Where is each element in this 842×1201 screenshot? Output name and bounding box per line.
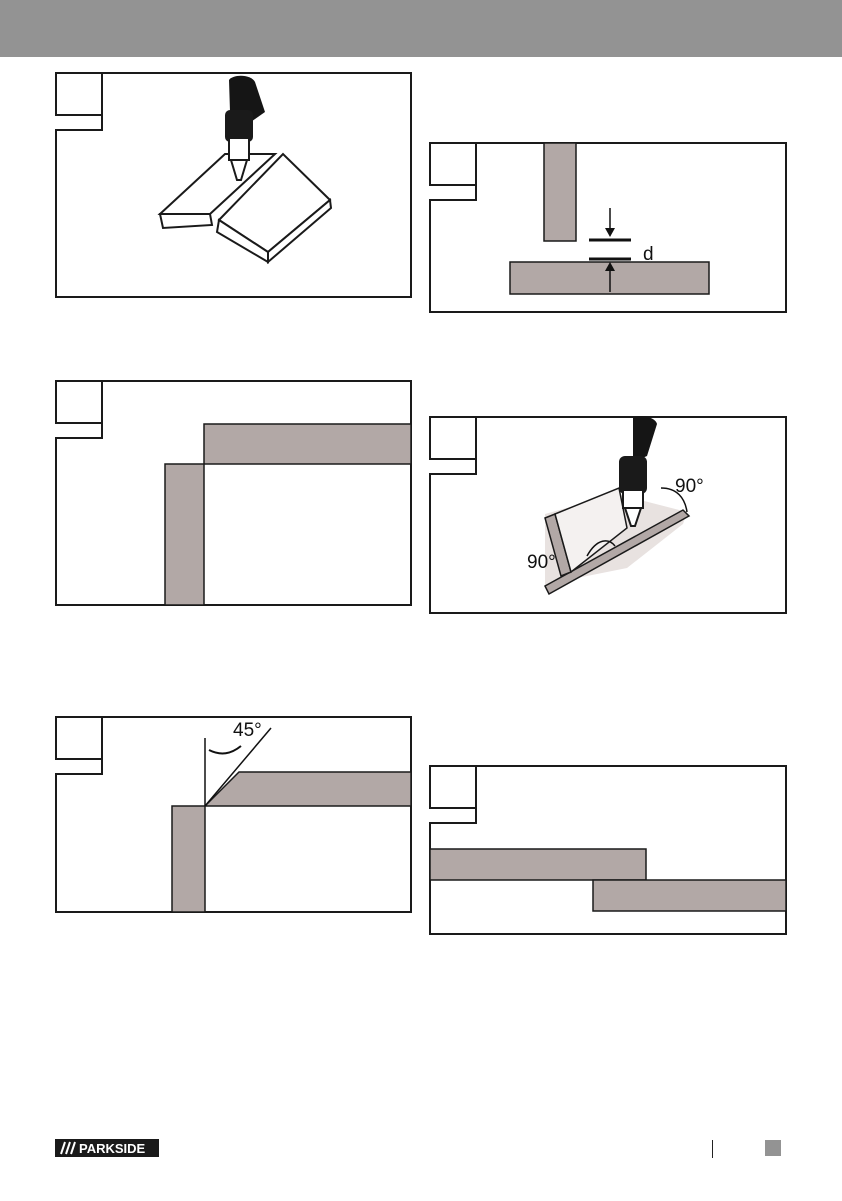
page-marker [765, 1140, 781, 1156]
figure-number-box [56, 73, 102, 115]
figure-number-box [56, 381, 102, 423]
figure-miter-joint: 45° [55, 716, 412, 913]
figure-butt-joint-welding [55, 72, 412, 298]
brand-text: PARKSIDE [79, 1141, 146, 1156]
figure-corner-joint [55, 380, 412, 606]
parkside-logo: PARKSIDE [55, 1139, 159, 1157]
figure-right-angle-weld: 90° 90° [429, 416, 787, 614]
header-band [0, 0, 842, 57]
angle-label-90-left: 90° [527, 552, 556, 573]
lower-plate [593, 880, 786, 911]
figure-lap-joint [429, 765, 787, 935]
footer-divider [712, 1140, 713, 1158]
upper-plate [430, 849, 646, 880]
figure-number-box [430, 417, 476, 459]
vertical-plate [544, 143, 576, 241]
vertical-plate [172, 806, 205, 912]
figure-number-box [430, 766, 476, 808]
angle-label-45: 45° [233, 720, 262, 741]
horizontal-plate [205, 772, 411, 806]
figure-number-box [430, 143, 476, 185]
horizontal-plate [204, 424, 411, 464]
vertical-plate [165, 464, 204, 605]
figure-number-box [56, 717, 102, 759]
angle-label-90-right: 90° [675, 476, 704, 497]
figure-gap-distance: d [429, 142, 787, 313]
gap-label-d: d [643, 244, 654, 265]
